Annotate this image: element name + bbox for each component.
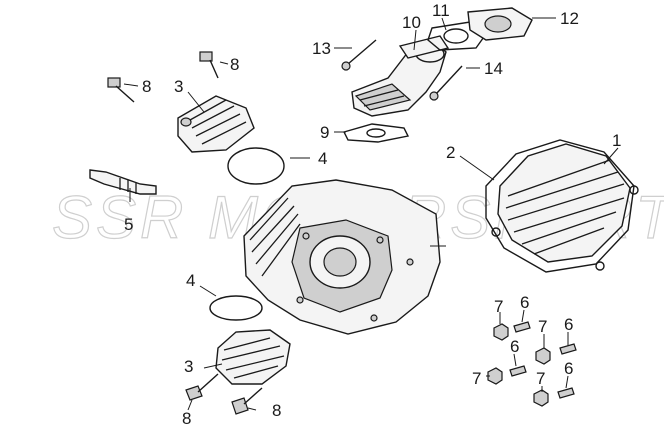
side-gasket <box>485 139 639 273</box>
bolt-8-lower-left <box>185 373 219 401</box>
callout-13: 13 <box>312 39 331 58</box>
callout-3-lower: 3 <box>184 357 193 376</box>
callout-6-c: 6 <box>510 337 519 356</box>
callout-8-lower-left: 8 <box>182 409 191 428</box>
bolt-13 <box>341 39 377 71</box>
stud-6-b <box>559 343 577 355</box>
stud-6-a <box>513 321 531 333</box>
intake-manifold <box>351 35 450 117</box>
callout-12: 12 <box>560 9 579 28</box>
callout-11: 11 <box>432 1 450 20</box>
callout-7-c: 7 <box>472 369 481 388</box>
callout-4-lower: 4 <box>186 271 195 290</box>
nut-7-a <box>493 323 509 341</box>
callout-3-upper: 3 <box>174 77 183 96</box>
callout-5: 5 <box>124 215 133 234</box>
callout-4-upper: 4 <box>318 149 327 168</box>
o-ring-4-upper <box>227 147 285 185</box>
o-ring-9 <box>342 123 410 143</box>
spark-plug <box>89 169 157 195</box>
callout-14: 14 <box>484 59 503 78</box>
nut-7-b <box>535 347 551 365</box>
bolt-14 <box>429 65 463 101</box>
callout-9: 9 <box>320 123 329 142</box>
callout-8-upper-left: 8 <box>142 77 151 96</box>
intake-spacer-12 <box>467 7 533 41</box>
stud-6-c <box>509 365 527 377</box>
bolt-8-upper-right <box>199 51 219 79</box>
valve-cover-lower <box>215 329 291 385</box>
callout-2: 2 <box>446 143 455 162</box>
bolt-8-lower-right <box>231 387 263 415</box>
callout-6-b: 6 <box>564 315 573 334</box>
valve-cover-upper <box>177 95 255 153</box>
o-ring-4-lower <box>209 295 263 321</box>
callout-8-upper-right: 8 <box>230 55 239 74</box>
callout-1: 1 <box>612 131 621 150</box>
callout-labels: 1 2 3 3 4 4 5 6 6 6 6 7 7 7 7 8 8 8 8 9 … <box>124 1 621 428</box>
callout-7-b: 7 <box>538 317 547 336</box>
cylinder-head <box>243 179 446 335</box>
side-cover <box>497 143 631 263</box>
callout-6-d: 6 <box>564 359 573 378</box>
callout-7-d: 7 <box>536 369 545 388</box>
bolt-8-upper-left <box>107 77 135 103</box>
nut-7-c <box>487 367 503 385</box>
leader-lines <box>123 17 619 411</box>
nut-7-d <box>533 389 549 407</box>
callout-8-lower-right: 8 <box>272 401 281 420</box>
stud-6-d <box>557 387 575 399</box>
callout-10: 10 <box>402 13 421 32</box>
callout-6-a: 6 <box>520 293 529 312</box>
callout-7-a: 7 <box>494 297 503 316</box>
